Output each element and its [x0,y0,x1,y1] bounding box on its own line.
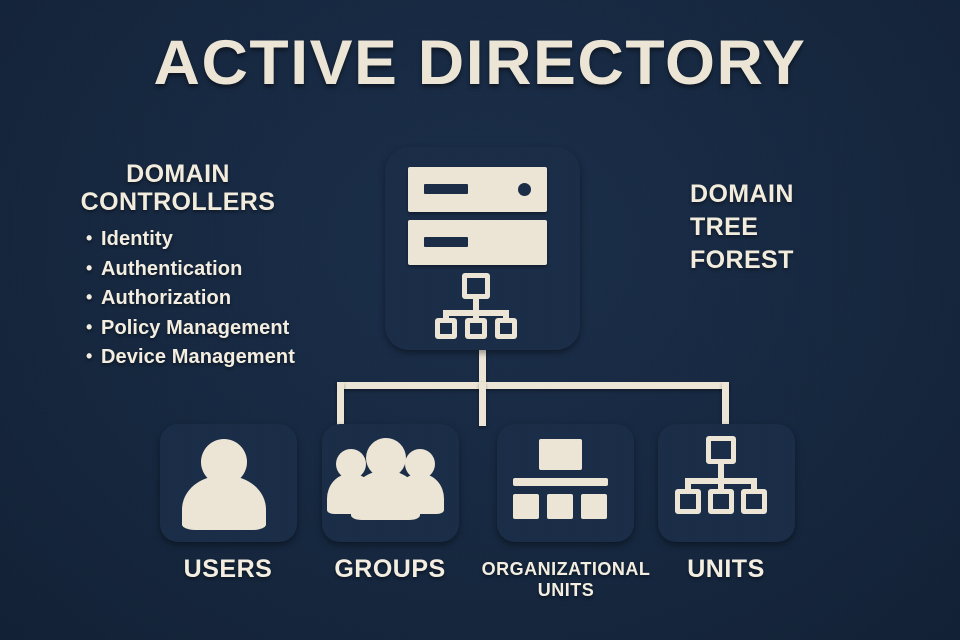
hierarchy-vertical-line [751,478,757,491]
label-organizational-units: ORGANIZATIONAL UNITS [471,559,661,601]
hierarchy-vertical-line [685,478,691,491]
hierarchy-vertical-line [503,310,509,320]
server-rack-bottom-icon [408,220,547,265]
label-units: UNITS [687,555,765,583]
domain-controllers-heading-line2: CONTROLLERS [80,188,276,216]
list-item: Authentication [86,254,362,285]
group-center-body-icon [351,471,420,520]
card-organizational-units[interactable] [497,424,634,542]
domain-tree-forest-line2: TREE [690,213,759,241]
units-hierarchy-icon [675,436,768,520]
connector-horizontal-bus [337,382,729,389]
connector-drop-organizational-units [479,382,486,426]
page-title: ACTIVE DIRECTORY [153,28,807,98]
card-groups[interactable] [322,424,459,542]
card-users[interactable] [160,424,297,542]
hierarchy-child-node [741,489,767,514]
hierarchy-vertical-line [718,478,724,491]
hierarchy-vertical-line [718,464,724,480]
list-item: Authorization [86,283,362,314]
user-body-icon [182,476,266,530]
domain-controllers-block: DOMAIN CONTROLLERS Identity Authenticati… [62,160,362,373]
hierarchy-child-node [675,489,701,514]
server-rack-top-icon [408,167,547,212]
hierarchy-child-node [708,489,734,514]
orgchart-child-node-icon [547,494,573,519]
rack-slot-icon [424,237,468,247]
orgchart-root-node-icon [539,439,582,470]
label-groups: GROUPS [334,555,446,583]
hierarchy-vertical-line [473,310,479,320]
connector-drop-units [722,382,729,426]
server-hierarchy-icon [433,273,523,339]
connector-server-stem [479,350,486,385]
list-item: Policy Management [86,313,362,344]
domain-tree-forest-line1: DOMAIN [690,180,794,208]
hierarchy-vertical-line [443,310,449,320]
label-organizational-units-line1: ORGANIZATIONAL [481,559,651,579]
orgchart-connector-bar-icon [513,478,608,486]
domain-tree-forest-block: DOMAIN TREE FOREST [690,178,870,277]
hierarchy-vertical-line [473,299,479,311]
orgchart-child-node-icon [513,494,539,519]
rack-led-icon [518,183,531,196]
orgchart-child-node-icon [581,494,607,519]
domain-tree-forest-line3: FOREST [690,246,794,274]
list-item: Identity [86,224,362,255]
rack-slot-icon [424,184,468,194]
hierarchy-child-node [495,318,517,339]
hierarchy-root-node [706,436,736,464]
hierarchy-child-node [465,318,487,339]
domain-controllers-heading: DOMAIN CONTROLLERS [62,160,294,216]
domain-controllers-list: Identity Authentication Authorization Po… [62,224,362,373]
hierarchy-child-node [435,318,457,339]
hierarchy-root-node [462,273,490,299]
list-item: Device Management [86,342,362,373]
domain-controllers-heading-line1: DOMAIN [126,160,230,188]
connector-drop-groups [337,382,344,426]
label-users: USERS [183,555,273,583]
server-card[interactable] [385,147,580,350]
card-units[interactable] [658,424,795,542]
label-organizational-units-line2: UNITS [537,580,595,601]
